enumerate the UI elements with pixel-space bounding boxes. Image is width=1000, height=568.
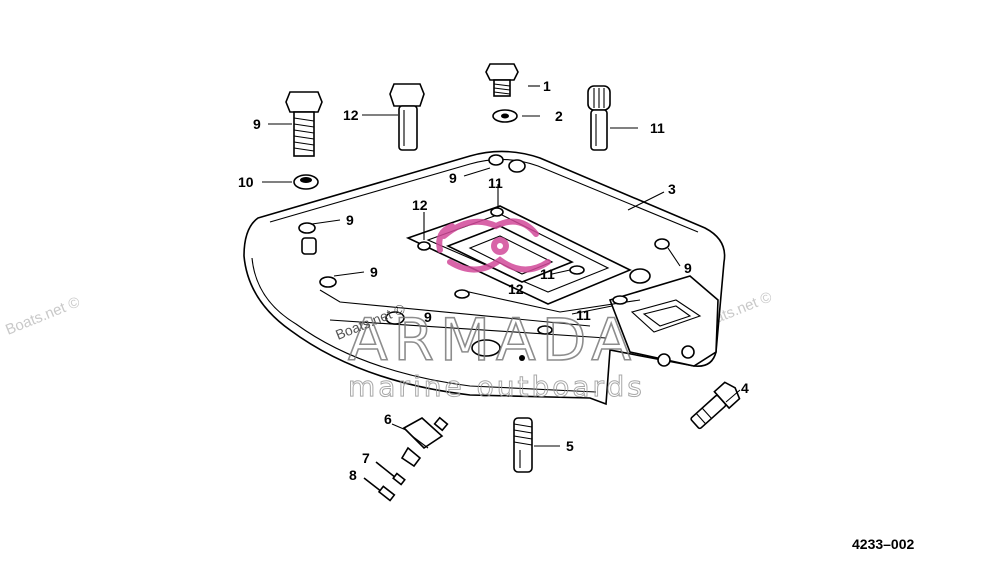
callout-2: 2 <box>555 108 563 124</box>
callout-labels: 1 2 3 4 5 6 7 8 9 9 9 9 9 9 10 11 11 11 … <box>238 78 749 483</box>
callout-9-mid-hole: 9 <box>370 264 378 280</box>
callout-11-screw: 11 <box>650 120 665 136</box>
boats-net-watermark-left: Boats.net © <box>3 293 82 338</box>
callout-12-lower: 12 <box>508 281 524 297</box>
nut-part-10 <box>293 174 319 190</box>
bolt-part-4 <box>690 381 741 430</box>
callout-9-lower-hole: 9 <box>424 309 432 325</box>
callout-8: 8 <box>349 467 357 483</box>
callout-9-bolt: 9 <box>253 116 261 132</box>
callout-11-lower: 11 <box>576 307 591 323</box>
armada-tagline: marine outboards <box>348 370 645 403</box>
callout-4: 4 <box>741 380 749 396</box>
armada-wordmark: ARMADA <box>348 306 637 374</box>
callout-11-top: 11 <box>488 175 503 191</box>
pin-part-7 <box>375 461 406 486</box>
drawing-number: 4233–002 <box>852 536 915 552</box>
callout-7: 7 <box>362 450 370 466</box>
leader-lines <box>262 85 741 447</box>
lock-washer-part-2 <box>492 109 518 123</box>
callout-1: 1 <box>543 78 551 94</box>
callout-12-frame: 12 <box>412 197 428 213</box>
callout-10: 10 <box>238 174 254 190</box>
stud-part-5 <box>513 417 533 473</box>
callout-5: 5 <box>566 438 574 454</box>
bolt-part-12 <box>389 83 425 151</box>
hex-bolt-part-1 <box>485 63 519 97</box>
callout-12-bolt: 12 <box>343 107 359 123</box>
callout-6: 6 <box>384 411 392 427</box>
callout-9-right-hole: 9 <box>684 260 692 276</box>
socket-screw-part-11 <box>587 85 611 151</box>
callout-9-top-hole: 9 <box>449 170 457 186</box>
adapter-plate-part-3 <box>243 150 726 406</box>
pin-part-8 <box>363 477 396 502</box>
callout-9-left-hole: 9 <box>346 212 354 228</box>
armada-logo-watermark: ARMADA marine outboards <box>347 218 645 404</box>
sensor-part-6 <box>400 416 449 468</box>
callout-11-mid: 11 <box>540 266 555 282</box>
bolt-part-9 <box>285 91 323 157</box>
armada-emblem-icon <box>436 218 551 273</box>
callout-3: 3 <box>668 181 676 197</box>
